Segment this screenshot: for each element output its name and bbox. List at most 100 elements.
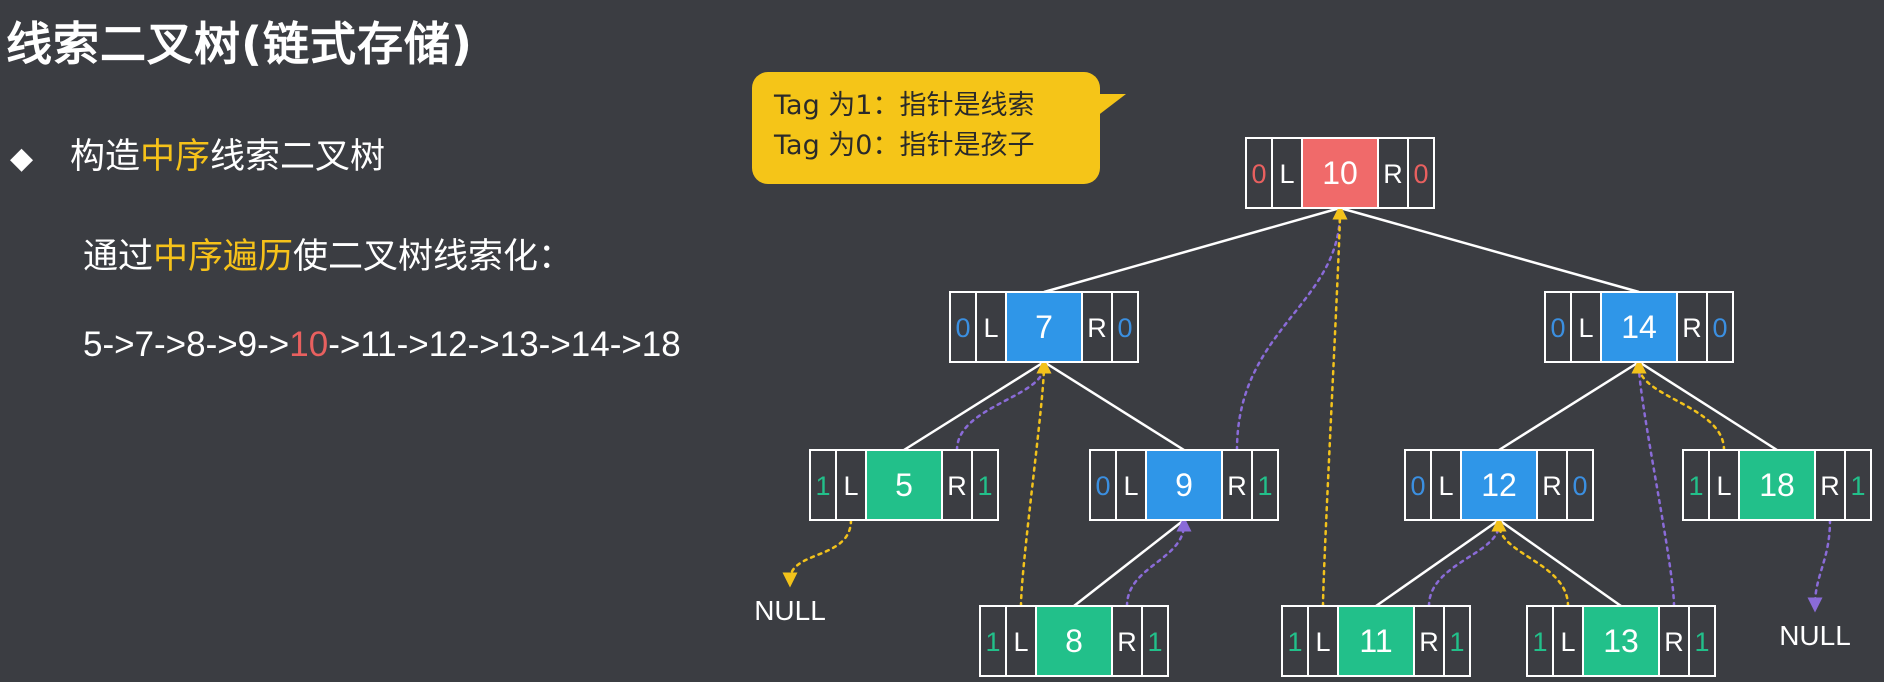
description-suffix: 使二叉树线索化：	[293, 237, 574, 277]
tree-edge	[1498, 360, 1640, 452]
lchild-cell-text: L	[983, 313, 998, 343]
tag-legend-line-2: Tag 为0：指针是孩子	[774, 130, 1035, 161]
ltag-cell-text: 0	[1550, 313, 1565, 343]
value-cell-text: 11	[1359, 623, 1392, 659]
ltag-cell-text: 1	[1287, 627, 1302, 657]
thread-arrow-n5-L	[782, 518, 853, 588]
rchild-cell	[1658, 605, 1690, 677]
sequence-after: ->11->12->13->14->18	[328, 325, 681, 364]
rtag-cell	[1141, 605, 1169, 677]
value-cell-text: 9	[1175, 467, 1193, 503]
rchild-cell	[1111, 605, 1143, 677]
value-cell-text: 14	[1621, 309, 1657, 345]
description-prefix: 通过	[83, 237, 154, 277]
value-cell-text: 10	[1322, 155, 1358, 191]
value-cell	[1301, 137, 1379, 209]
rchild-cell	[1221, 449, 1253, 521]
ltag-cell-text: 0	[1410, 471, 1425, 501]
thread-pointers	[782, 204, 1832, 613]
rtag-cell	[1251, 449, 1279, 521]
null-label-left: NULL	[754, 595, 826, 626]
value-cell-text: 12	[1481, 467, 1517, 503]
thread-arrow-n18-R	[1807, 518, 1832, 613]
diamond-bullet-icon: ◆	[10, 141, 34, 176]
thread-arrow-n18-L	[1631, 358, 1726, 452]
ltag-cell-text: 1	[985, 627, 1000, 657]
rchild-cell-text: R	[1820, 471, 1840, 501]
thread-arrow-n11-R	[1427, 516, 1507, 608]
lchild-cell-text: L	[1123, 471, 1138, 501]
ltag-cell	[1245, 137, 1273, 209]
ltag-cell	[979, 605, 1007, 677]
lchild-cell	[1271, 137, 1303, 209]
rchild-cell-text: R	[1383, 159, 1403, 189]
tree-edges	[903, 206, 1778, 608]
rtag-cell-text: 0	[1413, 159, 1428, 189]
lchild-cell	[1430, 449, 1462, 521]
rtag-cell	[1688, 605, 1716, 677]
thread-arrow-n13-L	[1491, 516, 1570, 608]
lchild-cell-text: L	[1560, 627, 1575, 657]
value-cell-text: 18	[1759, 467, 1795, 503]
rtag-cell	[1443, 605, 1471, 677]
thread-arrow-n11-L	[1321, 204, 1348, 608]
value-cell-text: 13	[1603, 623, 1639, 659]
null-labels: NULL NULL	[754, 595, 1851, 651]
value-cell	[1600, 291, 1678, 363]
lchild-cell-text: L	[1279, 159, 1294, 189]
rchild-cell	[1814, 449, 1846, 521]
lchild-cell	[1307, 605, 1339, 677]
lchild-cell	[1115, 449, 1147, 521]
rchild-cell-text: R	[1227, 471, 1247, 501]
null-label-right: NULL	[1779, 620, 1851, 651]
description: 通过中序遍历使二叉树线索化：	[83, 228, 573, 279]
ltag-cell	[1544, 291, 1572, 363]
rchild-cell-text: R	[1682, 313, 1702, 343]
rtag-cell-text: 1	[1850, 471, 1865, 501]
rtag-cell-text: 1	[977, 471, 992, 501]
thread-arrow-n13-R	[1631, 358, 1676, 608]
sequence-highlight: 10	[289, 325, 329, 364]
tree-edge	[903, 360, 1045, 452]
rtag-cell-text: 0	[1117, 313, 1132, 343]
rchild-cell-text: R	[1664, 627, 1684, 657]
ltag-cell	[1089, 449, 1117, 521]
lchild-cell-text: L	[1315, 627, 1330, 657]
rtag-cell	[1844, 449, 1872, 521]
tree-edge	[1638, 360, 1778, 452]
thread-arrow-n8-R	[1125, 516, 1192, 608]
rchild-cell	[941, 449, 973, 521]
bullet-highlight: 中序	[140, 137, 211, 177]
lchild-cell-text: L	[1578, 313, 1593, 343]
ltag-cell	[1281, 605, 1309, 677]
rchild-cell	[1377, 137, 1409, 209]
value-cell	[1738, 449, 1816, 521]
value-cell-text: 8	[1065, 623, 1083, 659]
value-cell-text: 5	[895, 467, 913, 503]
thread-arrow-n5-R	[955, 358, 1052, 452]
value-cell	[1337, 605, 1415, 677]
ltag-cell-text: 1	[1532, 627, 1547, 657]
rtag-cell-text: 0	[1712, 313, 1727, 343]
sequence-before: 5->7->8->9->	[83, 325, 290, 364]
lchild-cell-text: L	[1716, 471, 1731, 501]
rtag-cell-text: 1	[1694, 627, 1709, 657]
rtag-cell	[1706, 291, 1734, 363]
ltag-cell-text: 1	[815, 471, 830, 501]
description-highlight: 中序遍历	[153, 237, 294, 277]
rtag-cell	[1407, 137, 1435, 209]
rchild-cell-text: R	[1542, 471, 1562, 501]
bullet-prefix: 构造	[70, 137, 141, 177]
rtag-cell-text: 1	[1449, 627, 1464, 657]
tree-edge	[1043, 206, 1341, 294]
thread-arrow-n9-R	[1235, 204, 1348, 452]
rtag-cell	[1566, 449, 1594, 521]
